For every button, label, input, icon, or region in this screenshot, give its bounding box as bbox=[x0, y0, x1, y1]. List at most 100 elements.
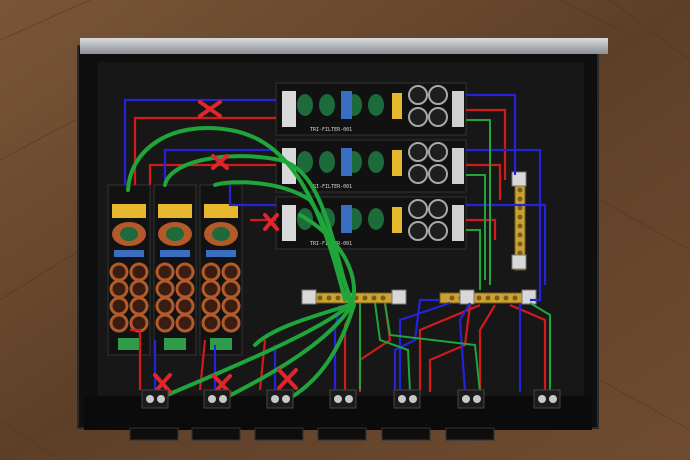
left-board-1-inductor bbox=[129, 262, 149, 282]
center-strip-screw bbox=[380, 295, 386, 301]
board-2-yellow-cap bbox=[392, 150, 402, 176]
board-2-film-cap bbox=[368, 151, 384, 173]
center-strip-screw bbox=[335, 295, 341, 301]
board-1-film-cap bbox=[368, 94, 384, 116]
board-1-film-cap bbox=[319, 94, 335, 116]
left-board-3-choke-core bbox=[212, 227, 230, 241]
right-strip-screw bbox=[503, 295, 509, 301]
board-2-electrolytic-cap bbox=[408, 142, 428, 162]
x-mark-6 bbox=[277, 368, 298, 390]
output-terminal-4-screw-a bbox=[334, 395, 342, 403]
output-terminal-3-screw-a bbox=[271, 395, 279, 403]
board-1-input-terminal bbox=[282, 91, 296, 127]
output-terminal-7 bbox=[533, 389, 561, 409]
board-1-electrolytic-cap bbox=[408, 107, 428, 127]
left-board-3-inductor bbox=[201, 262, 221, 282]
board-1-blue-cap bbox=[341, 91, 352, 119]
chassis-lid-edge bbox=[80, 38, 608, 54]
left-board-1-terminal bbox=[118, 338, 140, 350]
left-board-2-inductor bbox=[175, 262, 195, 282]
output-terminal-3-screw-b bbox=[282, 395, 290, 403]
left-board-1-choke-core bbox=[120, 227, 138, 241]
output-terminal-5 bbox=[393, 389, 421, 409]
left-board-2-yellow-cap bbox=[158, 204, 192, 218]
right-strip-screw bbox=[449, 295, 455, 301]
left-board-1-inductor bbox=[109, 296, 129, 316]
x-mark-4 bbox=[153, 373, 172, 394]
board-1-electrolytic-cap bbox=[428, 85, 448, 105]
left-board-1-blue-cap bbox=[114, 250, 144, 257]
vertical-strip-screw bbox=[517, 232, 523, 238]
board-3-yellow-cap bbox=[392, 207, 402, 233]
vertical-strip-screw bbox=[517, 241, 523, 247]
output-terminal-2-screw-a bbox=[208, 395, 216, 403]
left-board-3-inductor bbox=[221, 279, 241, 299]
blue-wires bbox=[123, 93, 547, 393]
left-board-1-inductor bbox=[109, 262, 129, 282]
output-terminal-5-screw-b bbox=[409, 395, 417, 403]
right-strip-screw bbox=[485, 295, 491, 301]
left-board-3-inductor bbox=[201, 279, 221, 299]
output-terminal-7-screw-a bbox=[538, 395, 546, 403]
board-3-output-terminal bbox=[452, 205, 464, 241]
front-socket-5 bbox=[381, 427, 431, 441]
output-terminal-6 bbox=[457, 389, 485, 409]
standoffs bbox=[301, 171, 537, 305]
output-terminal-6-screw-a bbox=[462, 395, 470, 403]
left-board-1-inductor bbox=[129, 313, 149, 333]
output-terminal-6-screw-b bbox=[473, 395, 481, 403]
left-board-3-inductor bbox=[221, 262, 241, 282]
output-terminal-4-screw-b bbox=[345, 395, 353, 403]
left-board-2-terminal bbox=[164, 338, 186, 350]
board-2-blue-cap bbox=[341, 148, 352, 176]
board-3-electrolytic-cap bbox=[408, 221, 428, 241]
output-terminal-3 bbox=[266, 389, 294, 409]
output-terminal-1-screw-a bbox=[146, 395, 154, 403]
board-1-yellow-cap bbox=[392, 93, 402, 119]
left-board-1-inductor bbox=[129, 296, 149, 316]
center-strip-screw bbox=[371, 295, 377, 301]
front-socket-2 bbox=[191, 427, 241, 441]
output-terminal-4 bbox=[329, 389, 357, 409]
front-socket-4 bbox=[317, 427, 367, 441]
right-strip-screw bbox=[476, 295, 482, 301]
x-mark-3 bbox=[263, 213, 279, 231]
board-3-electrolytic-cap bbox=[428, 221, 448, 241]
left-board-2-inductor bbox=[155, 313, 175, 333]
vertical-strip-screw bbox=[517, 205, 523, 211]
left-board-3-terminal bbox=[210, 338, 232, 350]
left-board-3-blue-cap bbox=[206, 250, 236, 257]
board-2-electrolytic-cap bbox=[428, 164, 448, 184]
center-strip-screw bbox=[326, 295, 332, 301]
left-board-2-blue-cap bbox=[160, 250, 190, 257]
left-board-1-inductor bbox=[109, 279, 129, 299]
board-2-output-terminal bbox=[452, 148, 464, 184]
board-3-blue-cap bbox=[341, 205, 352, 233]
board-3-input-terminal bbox=[282, 205, 296, 241]
output-terminal-1 bbox=[141, 389, 169, 409]
left-board-2-inductor bbox=[175, 313, 195, 333]
board-1-output-terminal bbox=[452, 91, 464, 127]
board-1-electrolytic-cap bbox=[428, 107, 448, 127]
center-strip-screw bbox=[362, 295, 368, 301]
left-board-2-inductor bbox=[155, 262, 175, 282]
right-strip-screw bbox=[512, 295, 518, 301]
left-board-3-yellow-cap bbox=[204, 204, 238, 218]
left-board-1-inductor bbox=[109, 313, 129, 333]
left-board-3-inductor bbox=[201, 296, 221, 316]
output-terminal-5-screw-a bbox=[398, 395, 406, 403]
vertical-strip-screw bbox=[517, 223, 523, 229]
left-board-2-choke-core bbox=[166, 227, 184, 241]
board-3-electrolytic-cap bbox=[408, 199, 428, 219]
front-socket-3 bbox=[254, 427, 304, 441]
left-board-2-inductor bbox=[155, 279, 175, 299]
vertical-strip-screw bbox=[517, 214, 523, 220]
x-mark-1 bbox=[198, 100, 222, 118]
output-terminals bbox=[129, 389, 561, 441]
left-board-3-inductor bbox=[221, 313, 241, 333]
left-board-2-inductor bbox=[175, 279, 195, 299]
left-board-3-inductor bbox=[221, 296, 241, 316]
front-socket-1 bbox=[129, 427, 179, 441]
